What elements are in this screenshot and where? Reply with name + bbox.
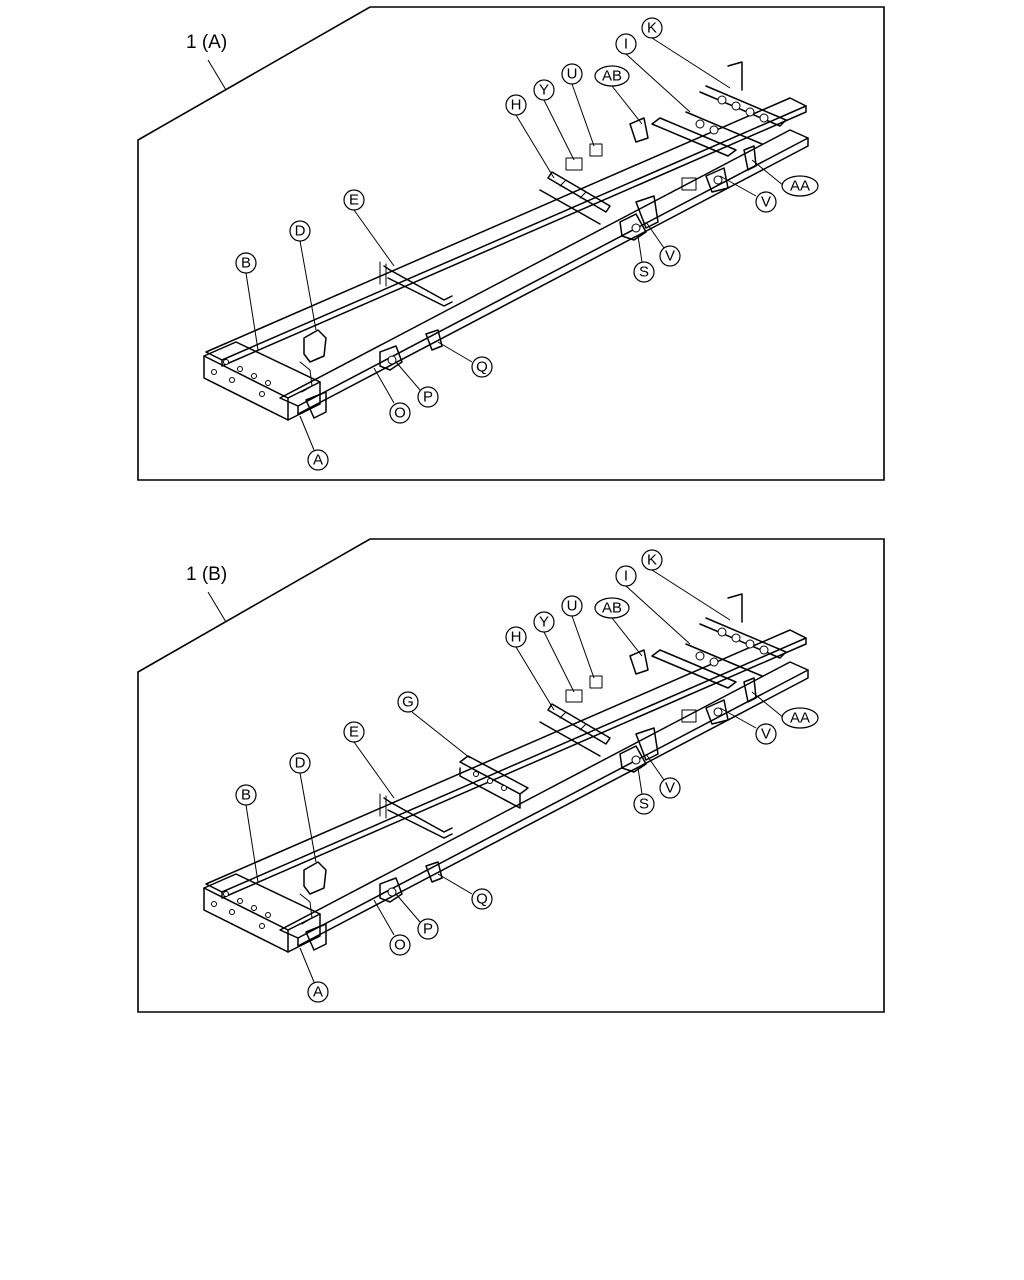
panel-b-title-leader bbox=[207, 591, 227, 623]
callout-ab: AB bbox=[594, 65, 643, 125]
panel-b-title: 1 (B) bbox=[186, 564, 227, 585]
svg-text:K: K bbox=[647, 552, 657, 569]
callout-e: E bbox=[343, 721, 395, 799]
svg-text:U: U bbox=[567, 598, 578, 615]
panel-a-frame bbox=[137, 6, 885, 481]
svg-text:K: K bbox=[647, 20, 657, 37]
svg-text:V: V bbox=[665, 780, 675, 797]
callout-y: Y bbox=[533, 611, 575, 693]
callout-b: B bbox=[235, 784, 259, 883]
callout-e: E bbox=[343, 189, 395, 267]
callout-aa: AA bbox=[751, 691, 819, 729]
svg-text:D: D bbox=[295, 755, 306, 772]
callout-u: U bbox=[561, 595, 595, 679]
svg-text:I: I bbox=[624, 36, 628, 53]
callout-k: K bbox=[641, 17, 731, 89]
callout-h: H bbox=[505, 94, 555, 179]
svg-text:P: P bbox=[423, 389, 433, 406]
callout-h: H bbox=[505, 626, 555, 711]
callout-v-rear: V bbox=[719, 175, 777, 213]
panel-b: 1 (B) K I AB U bbox=[137, 538, 885, 1013]
callout-s: S bbox=[633, 767, 655, 815]
panel-a-title: 1 (A) bbox=[186, 32, 227, 53]
callout-v-rear: V bbox=[719, 707, 777, 745]
svg-text:E: E bbox=[349, 724, 359, 741]
svg-text:U: U bbox=[567, 66, 578, 83]
callout-aa: AA bbox=[751, 159, 819, 197]
svg-text:A: A bbox=[313, 984, 323, 1001]
callout-u: U bbox=[561, 63, 595, 147]
callout-p: P bbox=[395, 361, 439, 408]
callout-s: S bbox=[633, 235, 655, 283]
svg-text:A: A bbox=[313, 452, 323, 469]
panel-a-title-leader bbox=[207, 59, 227, 91]
panel-b-chassis bbox=[203, 593, 809, 953]
callout-ab: AB bbox=[594, 597, 643, 657]
callout-a: A bbox=[299, 415, 329, 471]
callout-o: O bbox=[373, 367, 411, 424]
panel-a-chassis bbox=[203, 61, 809, 421]
callout-v-front: V bbox=[645, 753, 681, 799]
svg-text:P: P bbox=[423, 921, 433, 938]
svg-text:Y: Y bbox=[539, 614, 549, 631]
svg-text:B: B bbox=[241, 255, 251, 272]
svg-text:V: V bbox=[761, 726, 771, 743]
callout-o: O bbox=[373, 899, 411, 956]
svg-text:AA: AA bbox=[790, 178, 810, 195]
callout-b: B bbox=[235, 252, 259, 351]
svg-text:D: D bbox=[295, 223, 306, 240]
svg-text:O: O bbox=[394, 937, 406, 954]
callout-y: Y bbox=[533, 79, 575, 161]
callout-q: Q bbox=[437, 873, 493, 910]
panel-b-frame bbox=[137, 538, 885, 1013]
callout-d: D bbox=[289, 752, 317, 863]
callout-k: K bbox=[641, 549, 731, 621]
svg-text:Q: Q bbox=[476, 891, 488, 908]
svg-text:AB: AB bbox=[602, 68, 622, 85]
svg-text:AB: AB bbox=[602, 600, 622, 617]
svg-text:G: G bbox=[402, 694, 414, 711]
panel-a: 1 (A) K I AB U Y bbox=[137, 6, 885, 481]
callout-d: D bbox=[289, 220, 317, 331]
svg-text:H: H bbox=[511, 97, 522, 114]
svg-text:Q: Q bbox=[476, 359, 488, 376]
callout-i: I bbox=[615, 565, 691, 645]
callout-i: I bbox=[615, 33, 691, 113]
callout-v-front: V bbox=[645, 221, 681, 267]
callout-a: A bbox=[299, 947, 329, 1003]
svg-text:O: O bbox=[394, 405, 406, 422]
callout-q: Q bbox=[437, 341, 493, 378]
svg-text:S: S bbox=[639, 264, 649, 281]
svg-text:V: V bbox=[761, 194, 771, 211]
callout-p: P bbox=[395, 893, 439, 940]
svg-text:I: I bbox=[624, 568, 628, 585]
callout-g: G bbox=[397, 691, 471, 759]
svg-text:Y: Y bbox=[539, 82, 549, 99]
svg-text:H: H bbox=[511, 629, 522, 646]
svg-text:V: V bbox=[665, 248, 675, 265]
svg-text:AA: AA bbox=[790, 710, 810, 727]
svg-text:B: B bbox=[241, 787, 251, 804]
svg-text:E: E bbox=[349, 192, 359, 209]
svg-text:S: S bbox=[639, 796, 649, 813]
